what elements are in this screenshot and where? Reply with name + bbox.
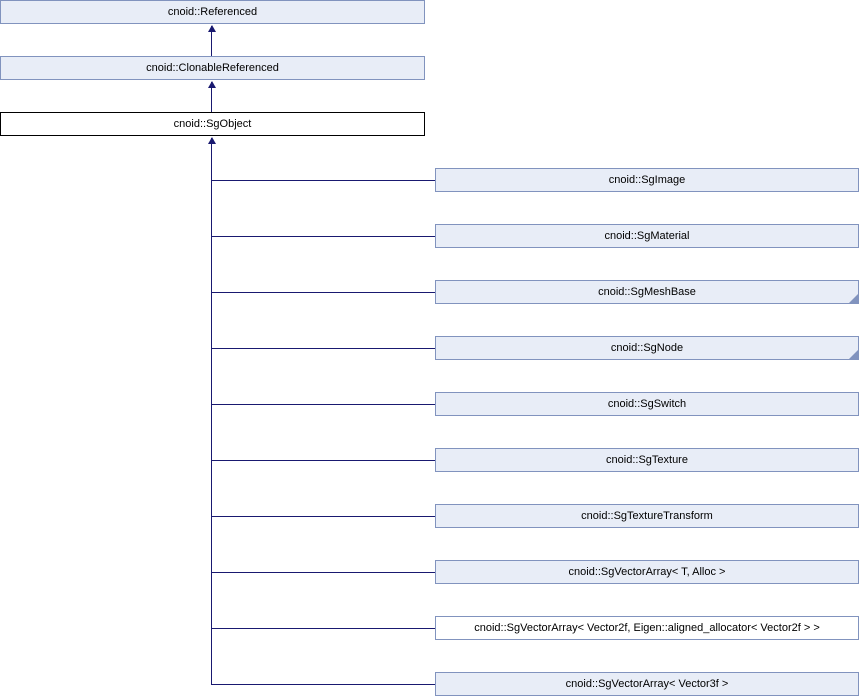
truncation-corner-icon [849,350,858,359]
inheritance-edge [211,460,436,461]
inheritance-edge [211,628,436,629]
class-node-cnoid-sgnode[interactable]: cnoid::SgNode [435,336,859,360]
inheritance-edge [211,404,436,405]
class-node-cnoid-sgswitch[interactable]: cnoid::SgSwitch [435,392,859,416]
class-node-label: cnoid::SgMeshBase [598,285,696,298]
inheritance-edge [211,180,436,181]
class-node-label: cnoid::SgTexture [606,453,688,466]
class-node-cnoid-clonablereferenced[interactable]: cnoid::ClonableReferenced [0,56,425,80]
class-node-label: cnoid::Referenced [167,5,258,18]
class-node-label: cnoid::ClonableReferenced [146,61,279,74]
arrow-up-icon [208,81,216,88]
class-node-label: cnoid::SgVectorArray< Vector3f > [565,677,729,690]
class-node-cnoid-sgtexturetransform[interactable]: cnoid::SgTextureTransform [435,504,859,528]
class-node-label: cnoid::SgSwitch [607,397,687,410]
class-node-label: cnoid::SgMaterial [604,229,690,242]
class-node-label: cnoid::SgVectorArray< T, Alloc > [568,565,726,578]
arrow-up-icon [208,137,216,144]
class-node-cnoid-sgimage[interactable]: cnoid::SgImage [435,168,859,192]
inheritance-edge [211,684,436,685]
class-node-label: cnoid::SgVectorArray< Vector2f, Eigen::a… [474,621,820,634]
class-node-cnoid-sgmaterial[interactable]: cnoid::SgMaterial [435,224,859,248]
class-node-cnoid-referenced[interactable]: cnoid::Referenced [0,0,425,24]
inheritance-edge [211,26,212,56]
class-node-cnoid-sgtexture[interactable]: cnoid::SgTexture [435,448,859,472]
inheritance-edge [211,236,436,237]
class-node-cnoid-sgobject: cnoid::SgObject [0,112,425,136]
class-node-label: cnoid::SgNode [610,341,684,354]
class-node-label: cnoid::SgImage [608,173,686,186]
class-node-label: cnoid::SgTextureTransform [581,509,713,522]
class-node-cnoid-sgvectorarray-vector3f[interactable]: cnoid::SgVectorArray< Vector3f > [435,672,859,696]
class-node-cnoid-sgvectorarray-t-alloc[interactable]: cnoid::SgVectorArray< T, Alloc > [435,560,859,584]
class-node-label: cnoid::SgObject [173,117,252,130]
class-node-cnoid-sgmeshbase[interactable]: cnoid::SgMeshBase [435,280,859,304]
inheritance-edge [211,138,212,685]
inheritance-edge [211,516,436,517]
inheritance-edge [211,82,212,112]
truncation-corner-icon [849,294,858,303]
inheritance-edge [211,348,436,349]
inheritance-edge [211,292,436,293]
arrow-up-icon [208,25,216,32]
inheritance-edge [211,572,436,573]
class-node-cnoid-sgvectorarray-vector2f-eigen-aligned-allocator-vector2f: cnoid::SgVectorArray< Vector2f, Eigen::a… [435,616,859,640]
